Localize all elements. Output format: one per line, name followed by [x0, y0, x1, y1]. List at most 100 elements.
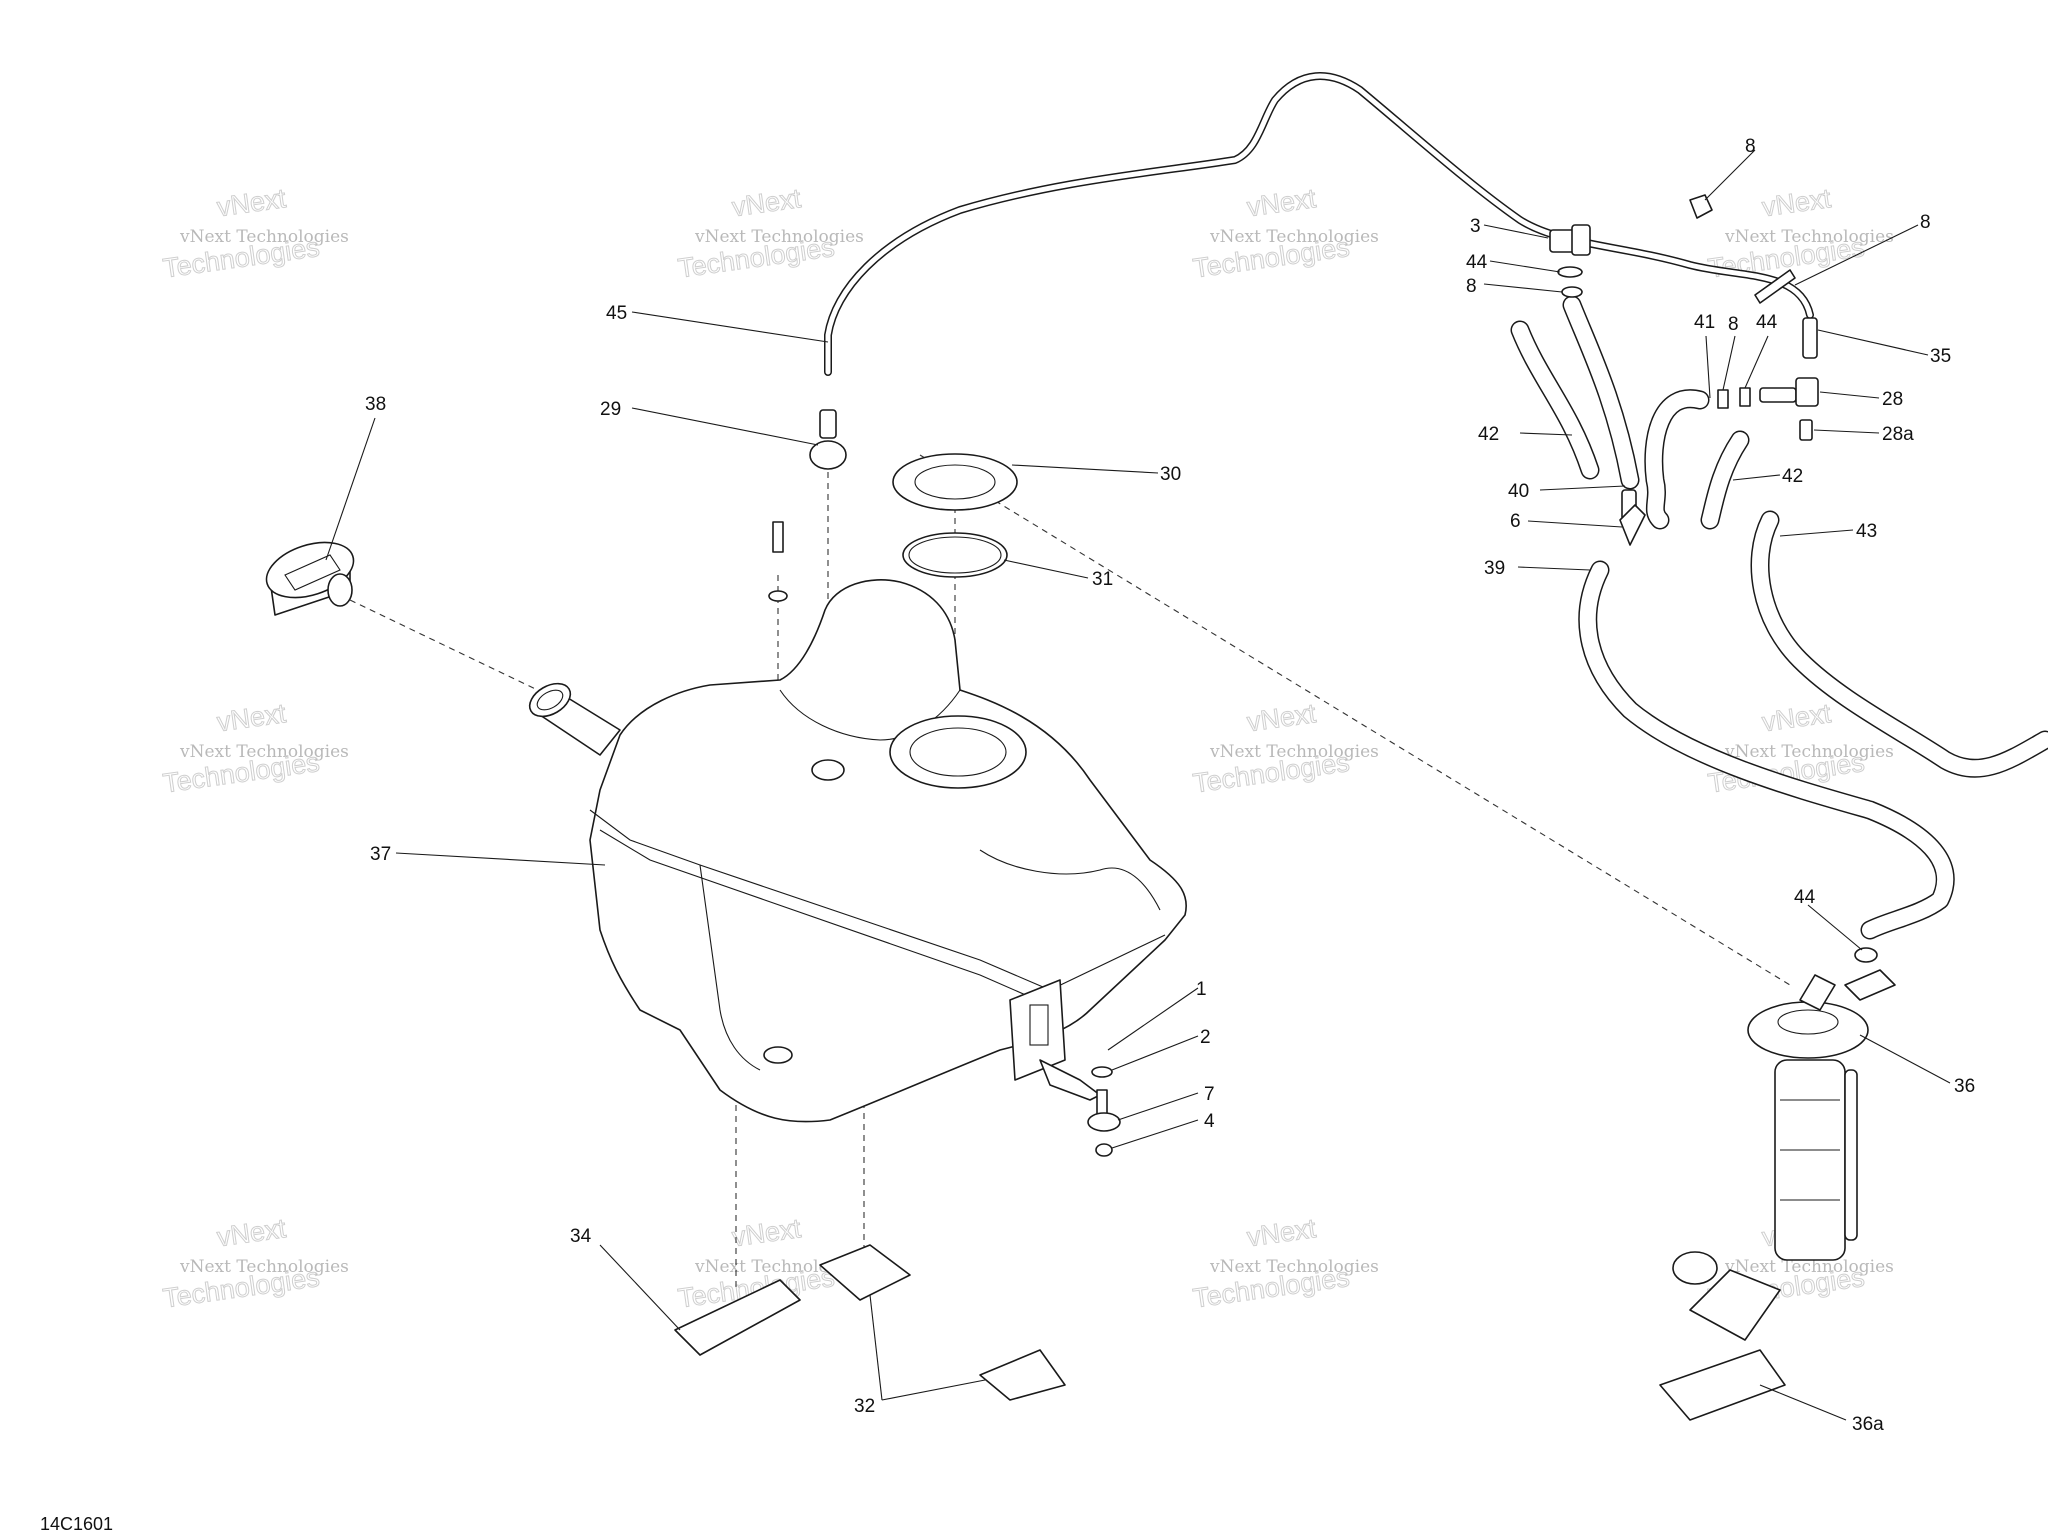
leader-7 [1117, 1092, 1199, 1121]
tank-flange-lower [599, 829, 1061, 1011]
callout-36: 36 [1954, 1076, 1975, 1097]
pump-body-lines [1780, 1099, 1840, 1201]
watermark: vNext Technologies Technologies vNext [1706, 183, 1894, 284]
callout-43: 43 [1856, 521, 1877, 542]
fittings [1549, 194, 1878, 963]
tank-top-contour [779, 689, 961, 741]
watermark-text-large: vNext [1245, 698, 1318, 737]
watermark-text-large: vNext [1760, 698, 1833, 737]
watermark-text: vNext Technologies [1724, 742, 1894, 762]
filler-neck-inner [536, 689, 564, 711]
tank-flange-line [589, 809, 1166, 991]
callout-41: 41 [1694, 312, 1715, 333]
callout-8-mid: 8 [1728, 314, 1739, 335]
vent-tube-inner [825, 73, 1813, 375]
callout-28a: 28a [1882, 424, 1914, 445]
callout-2: 2 [1200, 1027, 1211, 1048]
watermark-text-large: vNext [1245, 183, 1318, 222]
leader-44c [1807, 904, 1863, 951]
watermark-text-large: vNext [1245, 1213, 1318, 1252]
cap-thread [327, 573, 353, 607]
watermark-text: vNext Technologies [179, 742, 349, 762]
leader-8c [1794, 224, 1919, 286]
fitting-28 [1795, 377, 1819, 407]
watermark-text: vNext Technologies [179, 227, 349, 247]
watermark: vNext Technologies Technologies vNext [161, 1213, 349, 1314]
leader-28a [1813, 429, 1880, 434]
watermark-text: vNext Technologies [694, 227, 864, 247]
clamp-8-upper [1689, 194, 1713, 219]
vent-valve-body [809, 440, 847, 470]
filler-neck-opening [528, 682, 572, 718]
callout-42-left: 42 [1478, 424, 1499, 445]
callout-32: 32 [854, 1396, 875, 1417]
tank-body [589, 579, 1187, 1123]
tank-top-contour-2 [979, 849, 1161, 911]
vent-tube [824, 72, 1814, 376]
fitting-28a [1799, 419, 1813, 441]
lock-ring-inner [914, 464, 996, 500]
tank-top-washer [768, 590, 788, 602]
clamp-8-mid [1717, 389, 1729, 409]
cap-grip [284, 554, 341, 591]
pump-top-boss [1777, 1009, 1839, 1035]
leader-32b [881, 1379, 986, 1401]
callout-36a: 36a [1852, 1414, 1884, 1435]
fitting-28-stem [1759, 387, 1797, 403]
pump-port-opening [909, 727, 1007, 777]
callout-37: 37 [370, 844, 391, 865]
callout-39: 39 [1484, 558, 1505, 579]
leader-lines [325, 149, 1951, 1421]
watermark: vNext Technologies Technologies vNext [161, 183, 349, 284]
tank-seam [699, 864, 761, 1071]
leader-31 [1003, 559, 1089, 579]
leader-44b [1744, 335, 1769, 389]
callout-8-upper: 8 [1745, 136, 1756, 157]
callout-44-top: 44 [1466, 252, 1488, 273]
callout-44-lower: 44 [1794, 887, 1816, 908]
pump-port-flange [889, 715, 1027, 789]
leader-6 [1527, 520, 1623, 528]
hoses [1510, 295, 2048, 940]
leader-8d [1722, 335, 1736, 391]
leader-42b [1732, 474, 1781, 481]
watermark: vNext Technologies Technologies vNext [676, 183, 864, 284]
callout-7: 7 [1204, 1084, 1215, 1105]
leader-35 [1817, 329, 1929, 356]
pump-filter-base [1689, 1269, 1781, 1341]
pump-float [1672, 1251, 1718, 1285]
leader-38 [325, 417, 376, 561]
watermark-text: vNext Technologies [1724, 1257, 1894, 1277]
callout-38: 38 [365, 394, 386, 415]
callout-34: 34 [570, 1226, 592, 1247]
watermark-text: vNext Technologies [1209, 1257, 1379, 1277]
callout-29: 29 [600, 399, 621, 420]
callout-44-mid: 44 [1756, 312, 1778, 333]
nut-4 [1095, 1143, 1113, 1157]
watermark-text: vNext Technologies [1209, 227, 1379, 247]
callout-6: 6 [1510, 511, 1521, 532]
pump-float-arm [1844, 1069, 1858, 1241]
pump-strainer-36a [1659, 1349, 1786, 1421]
watermark: vNext Technologies Technologies vNext [161, 698, 349, 799]
fitting-8-right [1754, 269, 1796, 304]
pad-34 [674, 1279, 801, 1356]
watermark: vNext Technologies Technologies vNext [1191, 698, 1379, 799]
callout-3: 3 [1470, 216, 1481, 237]
bracket-slot [1029, 1004, 1049, 1046]
fitting-6 [1619, 504, 1646, 546]
tank-mount-bracket [1009, 979, 1066, 1081]
leader-2 [1111, 1035, 1199, 1071]
vent-port [811, 759, 845, 781]
clamp-44-lower [1854, 947, 1878, 963]
leader-34 [599, 1244, 681, 1331]
pad-32-upper [819, 1244, 911, 1301]
watermark-text: vNext Technologies [1209, 742, 1379, 762]
watermark-text-large: vNext [215, 1213, 288, 1252]
leader-8b [1704, 149, 1756, 201]
watermark-text-large: vNext [215, 183, 288, 222]
figure-id: 14C1601 [40, 1514, 113, 1534]
leader-40 [1539, 485, 1626, 491]
clamp-44-mid [1739, 387, 1751, 407]
fitting-35 [1802, 317, 1818, 359]
